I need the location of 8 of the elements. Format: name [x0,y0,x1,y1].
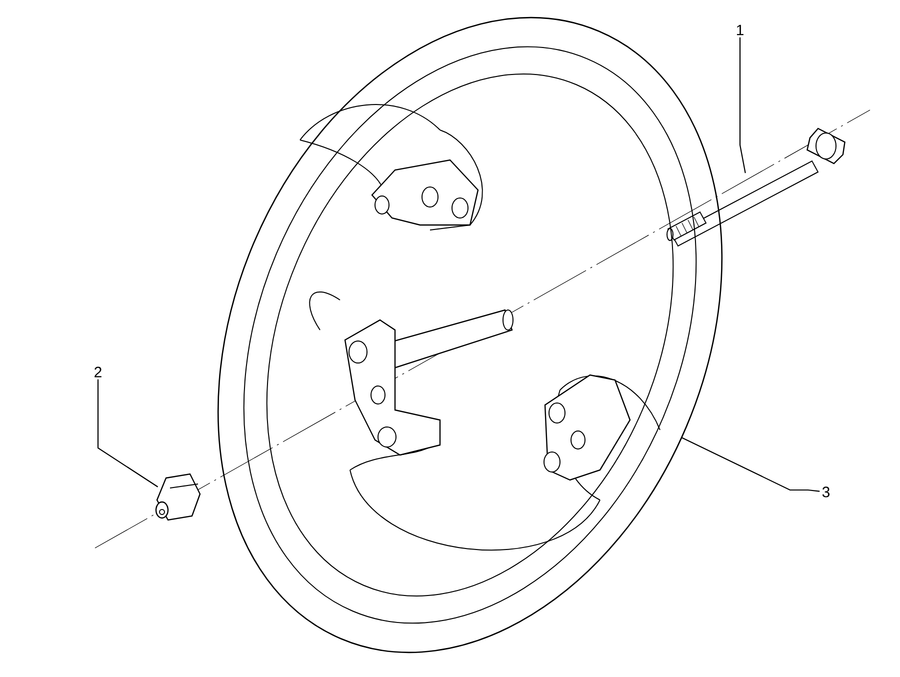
callout-number: 3 [822,486,830,498]
callout-number: 1 [736,24,744,36]
leader-line [739,37,746,174]
nut-drawing [155,473,201,521]
wheel-drawing [217,17,723,653]
leader-line [97,379,158,488]
callout-number: 2 [94,366,102,378]
leader-line [682,437,820,492]
